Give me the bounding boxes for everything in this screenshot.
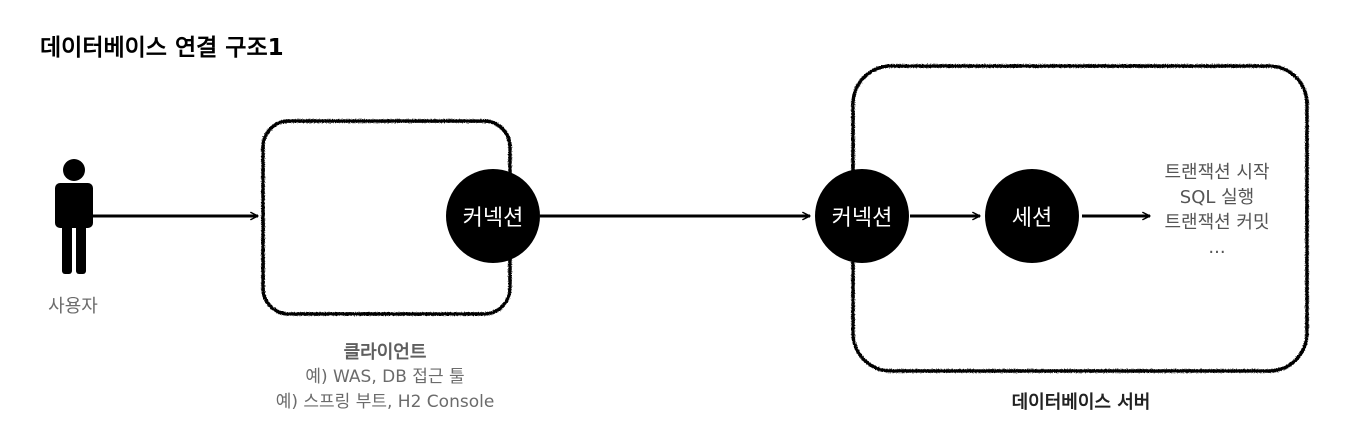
client-connection-node — [446, 169, 540, 263]
session-action-item: SQL 실행 — [1179, 187, 1255, 208]
client-example-1: 예) WAS, DB 접근 툴 — [305, 367, 465, 387]
client-example-2: 예) 스프링 부트, H2 Console — [275, 392, 495, 412]
client-name: 클라이언트 — [343, 342, 427, 363]
session-action-list: 트랜잭션 시작 SQL 실행 트랜잭션 커밋 ... — [1164, 160, 1269, 260]
server-connection-node — [815, 169, 909, 263]
person-icon — [55, 159, 93, 274]
session-action-item: 트랜잭션 커밋 — [1164, 212, 1270, 233]
session-action-item: ... — [1208, 237, 1226, 258]
session-action-item: 트랜잭션 시작 — [1164, 162, 1270, 183]
client-caption: 클라이언트 예) WAS, DB 접근 툴 예) 스프링 부트, H2 Cons… — [276, 340, 495, 415]
server-connection-label: 커넥션 — [831, 206, 893, 231]
page-title: 데이터베이스 연결 구조1 — [40, 35, 284, 61]
client-connection-label: 커넥션 — [462, 206, 524, 231]
user-label: 사용자 — [48, 296, 98, 317]
session-node — [985, 169, 1079, 263]
database-server-label: 데이터베이스 서버 — [1011, 392, 1151, 413]
session-label: 세션 — [1011, 206, 1053, 231]
